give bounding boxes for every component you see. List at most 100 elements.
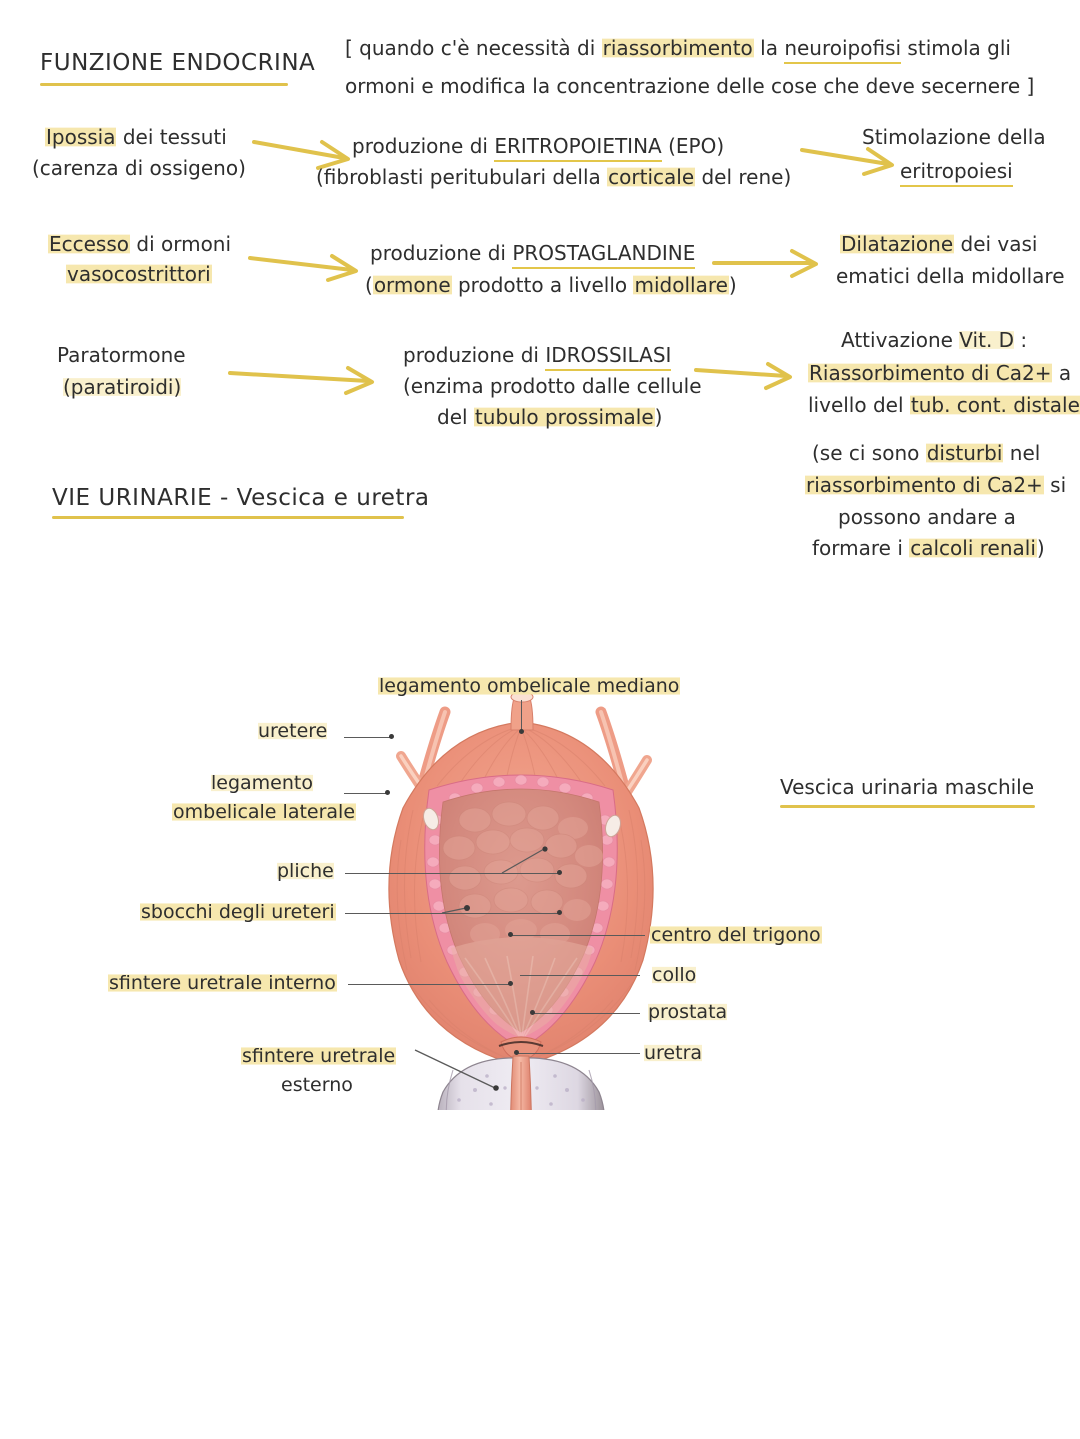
row3-highlight-riassorbimento-ca: Riassorbimento di Ca2+ bbox=[808, 361, 1053, 385]
row3-left-line1-text: Paratormone bbox=[57, 343, 186, 367]
label-centro-trigono-text: centro del trigono bbox=[650, 924, 822, 946]
row2-underline-prostaglandine: PROSTAGLANDINE bbox=[512, 241, 696, 269]
side-note-line4-a: formare i bbox=[812, 536, 910, 560]
page-title-funzione-endocrina: FUNZIONE ENDOCRINA bbox=[40, 50, 315, 76]
bracket-note-underline-neuroipofisi: neuroipofisi bbox=[784, 36, 902, 64]
section-heading-underline bbox=[52, 516, 404, 519]
leader-uretere bbox=[344, 737, 392, 739]
row2-arrow-2 bbox=[712, 249, 818, 278]
bracket-note-line1-part-a: [ quando c'è necessità di bbox=[345, 36, 602, 60]
section-heading-rest: - Vescica e uretra bbox=[212, 485, 430, 511]
leader-prostata bbox=[533, 1013, 640, 1015]
label-legamento-ombelicale-laterale-line2: ombelicale laterale bbox=[172, 799, 357, 825]
leader-collo bbox=[520, 975, 640, 977]
row3-mid-line3-a: del bbox=[437, 405, 474, 429]
figure-caption-text: Vescica urinaria maschile bbox=[780, 775, 1035, 799]
label-sfintere-uretrale-esterno-line1: sfintere uretrale bbox=[241, 1043, 397, 1069]
row3-right-line3-a: livello del bbox=[808, 393, 910, 417]
label-sbocchi-degli-ureteri: sbocchi degli ureteri bbox=[140, 899, 336, 925]
row2-mid-line2-c: ) bbox=[728, 273, 737, 297]
label-sfintere-uretrale-interno: sfintere uretrale interno bbox=[108, 970, 337, 996]
label-legamento-laterale-line2-text: ombelicale laterale bbox=[172, 801, 357, 823]
row2-highlight-dilatazione: Dilatazione bbox=[840, 232, 955, 256]
label-uretere: uretere bbox=[258, 718, 328, 744]
row3-highlight-vit-d: Vit. D bbox=[959, 328, 1015, 352]
row1-underline-eritropoietina: ERITROPOIETINA bbox=[494, 134, 662, 162]
leader-dot-legamento-laterale bbox=[385, 790, 390, 795]
label-legamento-ombelicale-mediano: legamento ombelicale mediano bbox=[378, 673, 681, 699]
leader-sbocchi-branch bbox=[441, 905, 470, 914]
label-pliche-text: pliche bbox=[277, 860, 334, 882]
row1-mid-line1-b: (EPO) bbox=[661, 134, 725, 158]
row3-underline-idrossilasi: IDROSSILASI bbox=[545, 343, 672, 371]
row3-left-line2: (paratiroidi) bbox=[63, 372, 182, 402]
bracket-note-line2: ormoni e modifica la concentrazione dell… bbox=[345, 71, 1034, 101]
side-note-line4-b: ) bbox=[1036, 536, 1045, 560]
label-legamento-ombelicale-laterale-line1: legamento bbox=[211, 770, 313, 796]
figure-caption: Vescica urinaria maschile bbox=[780, 772, 1034, 802]
side-note-highlight-riassorbimento: riassorbimento di Ca2+ bbox=[805, 473, 1044, 497]
row1-mid-line2-b: del rene) bbox=[695, 165, 792, 189]
label-prostata: prostata bbox=[648, 999, 728, 1025]
row3-mid-line1: produzione di IDROSSILASI bbox=[403, 340, 672, 371]
row2-highlight-midollare: midollare bbox=[633, 273, 729, 297]
row2-left-line2: vasocostrittori bbox=[66, 259, 212, 289]
row2-right-line1-rest: dei vasi bbox=[954, 232, 1038, 256]
label-pliche: pliche bbox=[277, 858, 334, 884]
row1-right-line2: eritropoiesi bbox=[900, 156, 1013, 187]
row1-highlight-corticale: corticale bbox=[607, 165, 696, 189]
page-title-text: FUNZIONE ENDOCRINA bbox=[40, 50, 316, 76]
row3-left-line1: Paratormone bbox=[57, 340, 186, 370]
side-note-line1-a: (se ci sono bbox=[812, 441, 926, 465]
leader-sbocchi bbox=[345, 913, 560, 915]
row3-arrow-1 bbox=[228, 366, 374, 395]
leader-pliche bbox=[345, 873, 560, 875]
row3-mid-line3-b: ) bbox=[654, 405, 663, 429]
row3-highlight-tub-cont-distale: tub. cont. distale bbox=[909, 393, 1080, 417]
row2-highlight-ormone: ormone bbox=[372, 273, 452, 297]
leader-dot-sfintere-interno bbox=[508, 981, 513, 986]
row2-left-line1-rest: di ormoni bbox=[130, 232, 232, 256]
row1-underline-eritropoiesi: eritropoiesi bbox=[900, 159, 1013, 187]
bracket-note-line2-text: ormoni e modifica la concentrazione dell… bbox=[345, 74, 1035, 98]
row1-left-line2: (carenza di ossigeno) bbox=[32, 153, 246, 183]
row2-left-line1: Eccesso di ormoni bbox=[48, 229, 231, 259]
row2-right-line1: Dilatazione dei vasi bbox=[840, 229, 1037, 259]
label-uretra: uretra bbox=[644, 1040, 703, 1066]
leader-legamento-mediano bbox=[521, 700, 523, 732]
label-sfintere-esterno-line1-text: sfintere uretrale bbox=[241, 1045, 397, 1067]
side-note-line4: formare i calcoli renali) bbox=[812, 533, 1045, 563]
row3-mid-line2-text: (enzima prodotto dalle cellule bbox=[403, 374, 702, 398]
row2-mid-line2-b: prodotto a livello bbox=[451, 273, 634, 297]
side-note-highlight-calcoli-renali: calcoli renali bbox=[909, 536, 1037, 560]
leader-legamento-laterale bbox=[344, 793, 388, 795]
row1-mid-line1: produzione di ERITROPOIETINA (EPO) bbox=[352, 131, 725, 162]
side-note-line3-text: possono andare a bbox=[838, 505, 1016, 529]
label-legamento-laterale-line1-text: legamento bbox=[211, 772, 313, 794]
row3-arrow-2 bbox=[694, 362, 792, 390]
leader-dot-sbocchi-right bbox=[557, 910, 562, 915]
row3-right-line1-a: Attivazione bbox=[841, 328, 960, 352]
leader-centro-trigono bbox=[510, 935, 645, 937]
label-collo: collo bbox=[652, 962, 697, 988]
row1-left-line1: Ipossia dei tessuti bbox=[45, 122, 227, 152]
leader-pliche-branch bbox=[501, 846, 548, 874]
leader-sfintere-interno bbox=[348, 984, 511, 986]
row3-mid-line3: del tubulo prossimale) bbox=[437, 402, 662, 432]
row2-mid-line2: (ormone prodotto a livello midollare) bbox=[365, 270, 737, 300]
row2-right-line2: ematici della midollare bbox=[836, 261, 1065, 291]
leader-dot-legamento-mediano bbox=[519, 729, 524, 734]
side-note-line3: possono andare a bbox=[838, 502, 1016, 532]
row1-highlight-ipossia: Ipossia bbox=[45, 125, 117, 149]
row3-left-line2-text: (paratiroidi) bbox=[63, 375, 182, 399]
row3-right-line2: Riassorbimento di Ca2+ a bbox=[808, 358, 1071, 388]
row2-highlight-eccesso: Eccesso bbox=[48, 232, 131, 256]
section-heading-strong: VIE URINARIE bbox=[52, 485, 213, 511]
label-sfintere-uretrale-esterno-line2: esterno bbox=[281, 1072, 353, 1098]
row2-right-line2-text: ematici della midollare bbox=[836, 264, 1065, 288]
label-collo-text: collo bbox=[652, 964, 697, 986]
row2-mid-line2-a: ( bbox=[365, 273, 373, 297]
row2-mid-line1-a: produzione di bbox=[370, 241, 513, 265]
row3-highlight-tubulo-prossimale: tubulo prossimale bbox=[473, 405, 655, 429]
leader-dot-uretra bbox=[514, 1050, 519, 1055]
